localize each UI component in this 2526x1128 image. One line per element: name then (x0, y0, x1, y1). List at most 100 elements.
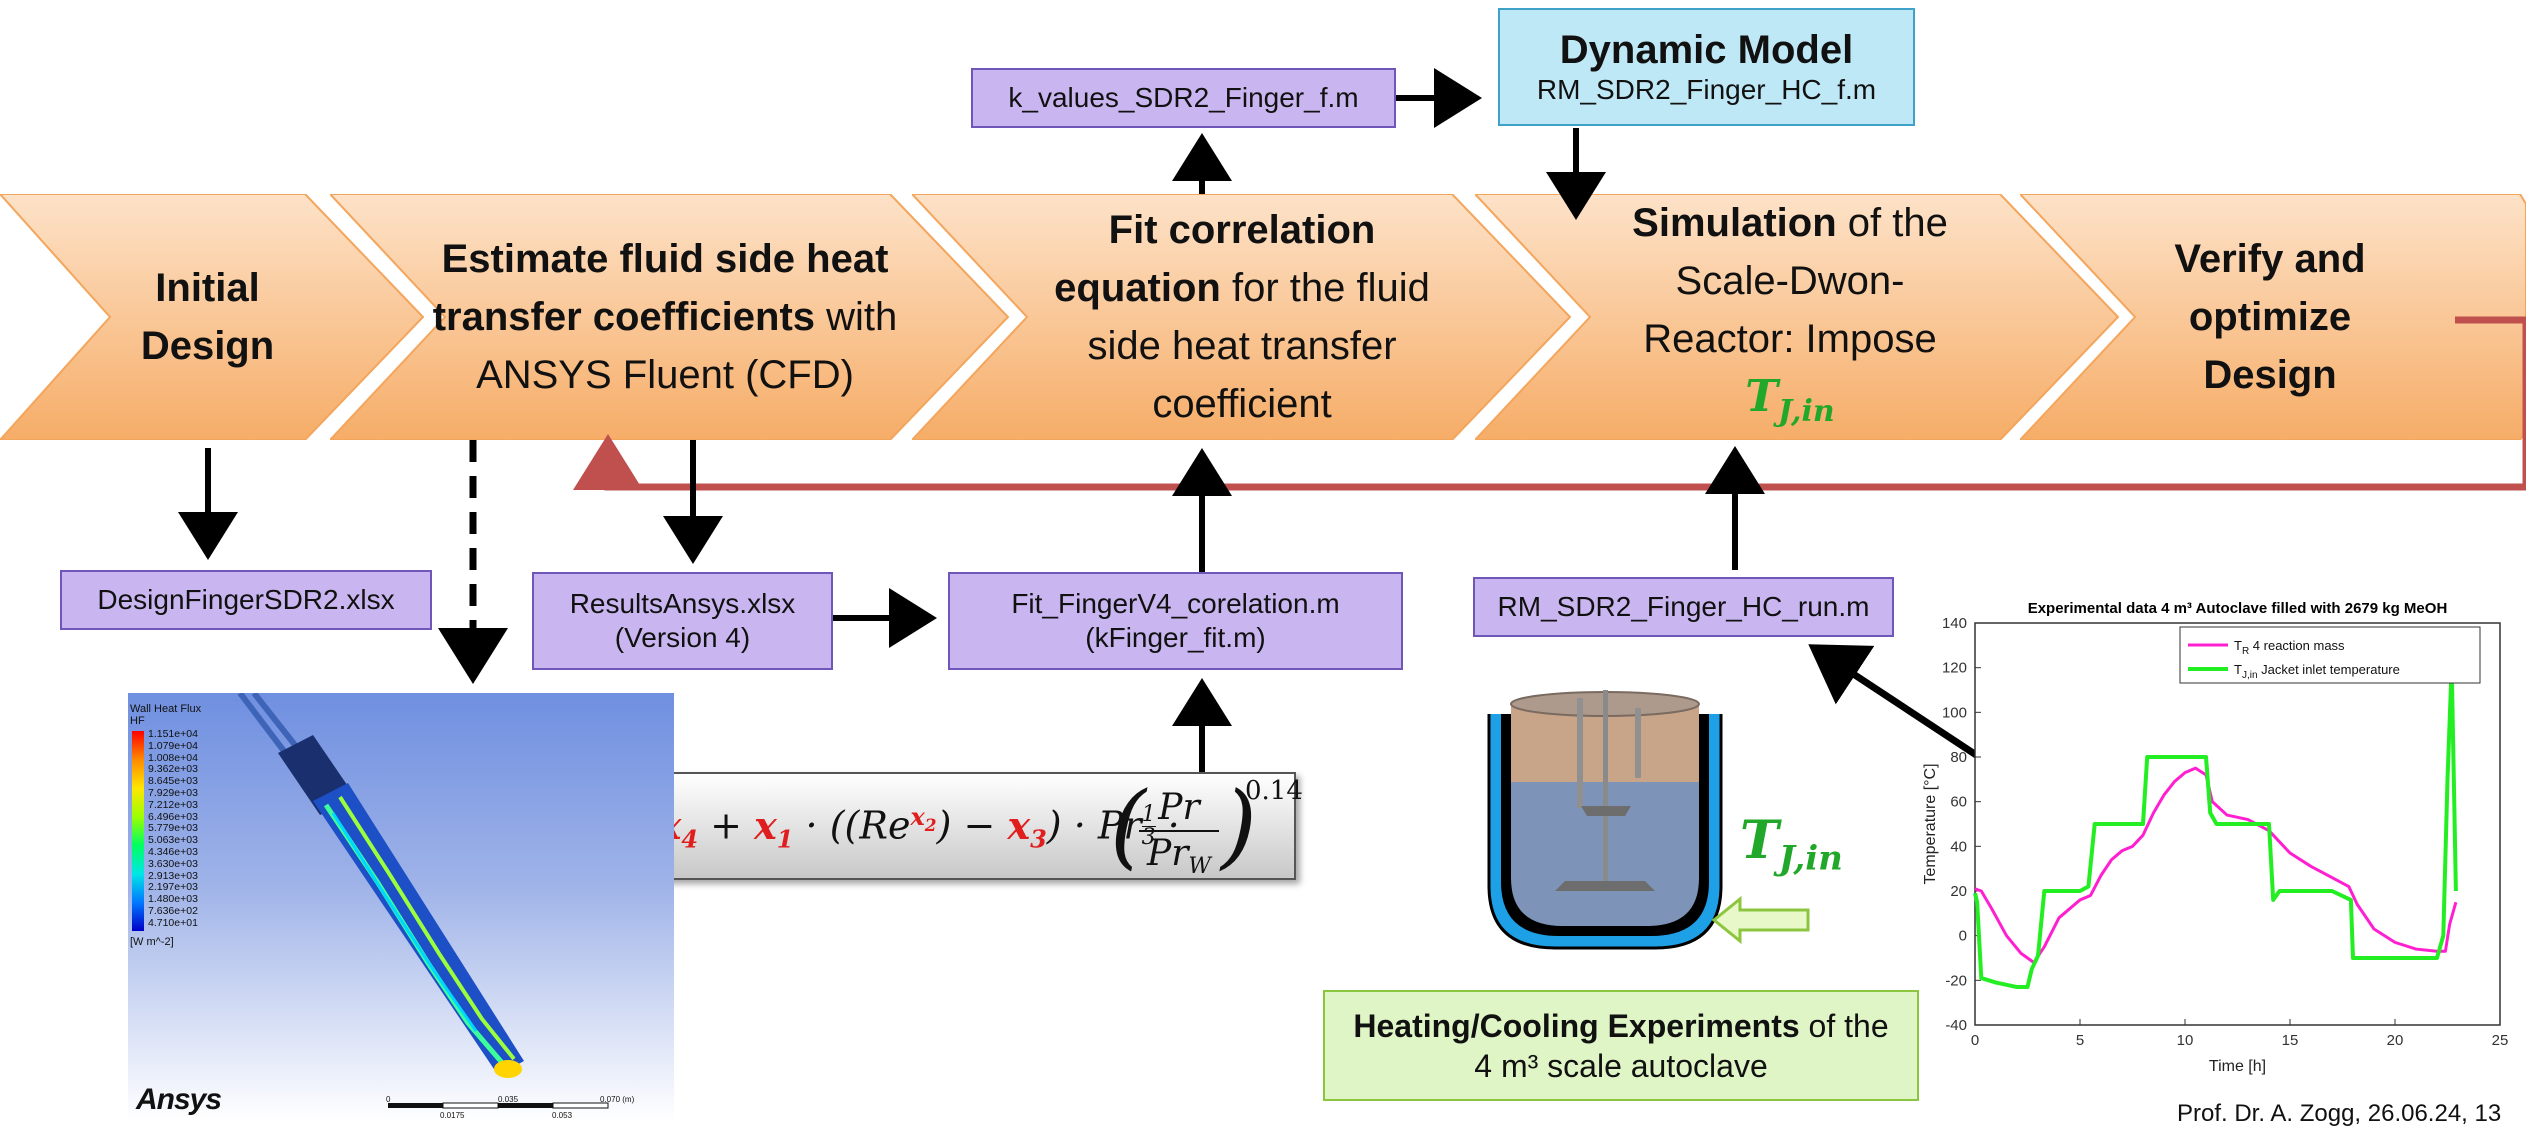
k-values-file-label: k_values_SDR2_Finger_f.m (1008, 82, 1359, 113)
footer-text: Prof. Dr. A. Zogg, 26.06.24, 13 (2177, 1100, 2502, 1127)
cfd-legend-value: 6.496e+03 (148, 810, 198, 823)
x-tick-label: 5 (2076, 1032, 2084, 1049)
cfd-colorbar (132, 731, 144, 931)
cfd-finger-geometry (237, 693, 524, 1078)
x-axis-label: Time [h] (2209, 1058, 2266, 1075)
experiments-text: of the (1808, 1007, 1889, 1044)
scale-label-end: 0.070 (m) (600, 1095, 635, 1104)
y-tick-label: 20 (1950, 883, 1967, 900)
step-title: Verify and optimize Design (2174, 237, 2366, 397)
cfd-title: Wall Heat Flux (130, 703, 202, 715)
chevron-shape (330, 194, 1010, 440)
dynamic-model-title: Dynamic Model (1559, 28, 1854, 72)
step-title: Estimate fluid side heat transfer coeffi… (432, 237, 889, 339)
step-text: of the Scale-Dwon-Reactor: Impose (1643, 200, 1948, 361)
y-tick-label: 120 (1942, 660, 1967, 677)
cfd-legend-value: 1.480e+03 (148, 893, 198, 906)
step-estimate-htc: Estimate fluid side heat transfer coeffi… (330, 194, 1010, 440)
chart-legend (2179, 626, 2481, 684)
y-tick-label: -20 (1945, 972, 1967, 989)
cfd-legend-value: 1.008e+04 (148, 751, 198, 764)
k-values-file-box: k_values_SDR2_Finger_f.m (971, 68, 1396, 128)
results-file-label: ResultsAnsys.xlsx (569, 588, 796, 619)
cfd-legend-value: 2.913e+03 (148, 869, 198, 882)
ansys-logo: Ansys (136, 1083, 222, 1116)
experiments-title: Heating/Cooling Experiments (1353, 1007, 1800, 1044)
legend-entry: TR 4 reaction mass (2234, 638, 2345, 657)
y-axis-label: Temperature [°C] (1922, 763, 1939, 884)
step-text: with ANSYS Fluent (CFD) (476, 295, 898, 397)
step-title: Initial Design (140, 266, 275, 368)
experiments-line2: 4 m³ scale autoclave (1474, 1047, 1768, 1084)
results-file-version: (Version 4) (614, 622, 751, 653)
x-tick-label: 20 (2387, 1032, 2404, 1049)
cfd-legend-value: 4.710e+01 (148, 916, 198, 929)
design-file-label: DesignFingerSDR2.xlsx (97, 584, 395, 615)
cfd-legend-value: 1.079e+04 (148, 739, 198, 752)
dynamic-model-box: Dynamic Model RM_SDR2_Finger_HC_f.m (1498, 8, 1915, 126)
y-tick-label: 100 (1942, 704, 1967, 721)
inlet-arrow-icon (1712, 895, 1810, 945)
dynamic-model-file: RM_SDR2_Finger_HC_f.m (1536, 74, 1877, 105)
fit-file-label: Fit_FingerV4_corelation.m (1011, 588, 1340, 619)
cfd-legend-value: 7.636e+02 (148, 904, 198, 917)
step-text: for the fluid side heat transfer coeffic… (1087, 266, 1430, 426)
cfd-legend-value: 5.063e+03 (148, 834, 198, 847)
y-tick-label: 0 (1959, 928, 1967, 945)
cfd-scale-bar (388, 1102, 609, 1109)
exponent: 0.14 (1245, 776, 1303, 806)
step-title: Simulation (1632, 200, 1837, 245)
y-tick-label: 80 (1950, 749, 1967, 766)
tj-in-symbol: TJ,in (1745, 370, 1835, 429)
chart-title: Experimental data 4 m³ Autoclave filled … (2028, 600, 2448, 617)
experimental-data-chart: Experimental data 4 m³ Autoclave filled … (1922, 600, 2509, 1075)
step-verify-optimize: Verify and optimize Design (2020, 194, 2526, 440)
step-fit-correlation: Fit correlation equation for the fluid s… (912, 194, 1572, 440)
cfd-legend-value: 9.362e+03 (148, 763, 198, 776)
cfd-legend-value: 7.212e+03 (148, 798, 198, 811)
x-tick-label: 15 (2282, 1032, 2299, 1049)
cfd-legend-value: 8.645e+03 (148, 775, 198, 788)
chevron-shape (912, 194, 1572, 440)
design-file-box: DesignFingerSDR2.xlsx (60, 570, 432, 630)
legend-entry: TJ,in Jacket inlet temperature (2234, 662, 2400, 681)
pr-fraction: Pr PrW (1139, 786, 1219, 889)
step-simulation: Simulation of the Scale-Dwon-Reactor: Im… (1475, 194, 2120, 440)
x-tick-label: 25 (2492, 1032, 2509, 1049)
reactor-illustration (1487, 690, 1723, 950)
cfd-legend-value: 4.346e+03 (148, 845, 198, 858)
reactor-tj-in-label: TJ,in (1740, 810, 1843, 879)
step-title: Fit correlation equation (1054, 208, 1376, 310)
chevron-shape (0, 194, 425, 440)
y-tick-label: -40 (1945, 1017, 1967, 1034)
cfd-unit: [W m^-2] (130, 936, 174, 948)
x-tick-label: 0 (1971, 1032, 1979, 1049)
right-paren: ) (1221, 772, 1257, 879)
scale-label-mid: 0.035 (498, 1095, 519, 1104)
run-file-label: RM_SDR2_Finger_HC_run.m (1497, 591, 1870, 622)
y-tick-label: 140 (1942, 615, 1967, 632)
fit-file-function: (kFinger_fit.m) (1085, 622, 1266, 653)
cfd-legend-value: 3.630e+03 (148, 857, 198, 870)
chevron-shape (1475, 194, 2120, 440)
run-file-box: RM_SDR2_Finger_HC_run.m (1473, 577, 1894, 637)
scale-label-q1: 0.0175 (440, 1111, 465, 1120)
cfd-legend-value: 5.779e+03 (148, 822, 198, 835)
scale-label-q3: 0.053 (552, 1111, 573, 1120)
feedback-loop-line (573, 320, 2526, 491)
scale-label-0: 0 (386, 1095, 391, 1104)
cfd-legend-value: 1.151e+04 (148, 728, 198, 740)
cfd-subtitle: HF (130, 715, 145, 727)
left-paren: ( (1110, 772, 1146, 879)
step-initial-design: Initial Design (0, 194, 425, 440)
cfd-legend-value: 7.929e+03 (148, 786, 198, 799)
x-tick-label: 10 (2177, 1032, 2194, 1049)
y-tick-label: 40 (1950, 838, 1967, 855)
experiments-box: Heating/Cooling Experiments of the 4 m³ … (1323, 990, 1919, 1101)
fit-file-box: Fit_FingerV4_corelation.m (kFinger_fit.m… (948, 572, 1403, 670)
results-file-box: ResultsAnsys.xlsx (Version 4) (532, 572, 833, 670)
cfd-legend-value: 2.197e+03 (148, 881, 198, 894)
y-tick-label: 60 (1950, 794, 1967, 811)
